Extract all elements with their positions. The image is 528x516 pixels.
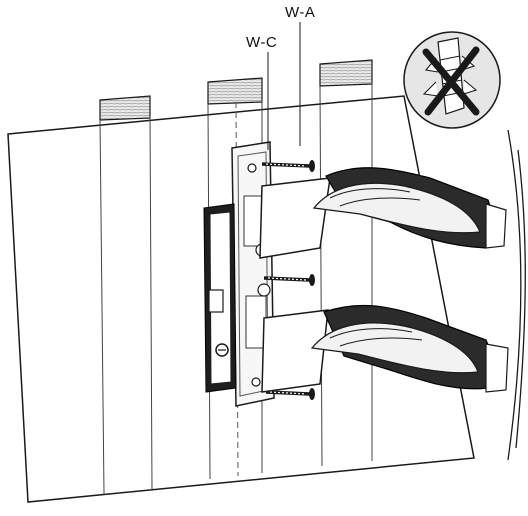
screw-bottom: [265, 388, 315, 400]
screw-top: [261, 160, 315, 172]
no-wall-anchor-icon: [403, 31, 501, 129]
label-w-a: W-A: [285, 4, 315, 21]
lock-bracket: [203, 203, 237, 393]
tv-edge-lines: [507, 129, 526, 461]
lower-arm: [261, 304, 509, 393]
stud-tops: [99, 59, 373, 121]
upper-arm: [259, 167, 507, 259]
label-w-c: W-C: [246, 34, 277, 51]
screw-middle: [263, 274, 315, 286]
